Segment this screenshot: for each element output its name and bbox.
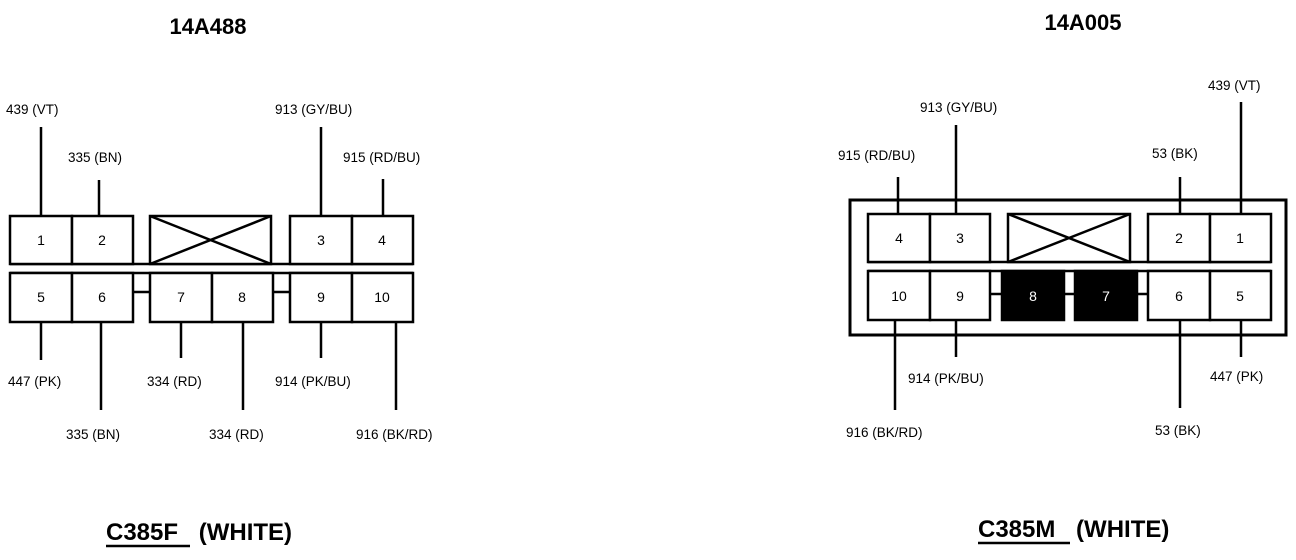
cross-mark: [149, 214, 272, 266]
pin-label: 2: [98, 232, 106, 248]
cavity-10: [350, 271, 415, 324]
pin-label: 10: [374, 289, 390, 305]
pin-label: 6: [1175, 288, 1183, 304]
pin-label: 5: [37, 289, 45, 305]
connector-id: C385M: [978, 516, 1055, 543]
wire-label: 334 (RD): [209, 427, 264, 442]
wire-label: 335 (BN): [66, 427, 120, 442]
connector-c385f: 14A488 1 2 3 4 5 6 7 8 9 10: [6, 14, 433, 548]
cavity-8-plugged: [1000, 269, 1066, 322]
wire-label: 913 (GY/BU): [275, 102, 352, 117]
cavity-7: [148, 271, 214, 324]
connector-housing: [848, 198, 1288, 337]
pin-label: 4: [895, 230, 903, 246]
cross-mark: [1007, 212, 1131, 264]
cavity-2: [70, 214, 135, 266]
cavity-3: [288, 214, 354, 266]
pin-label: 3: [956, 230, 964, 246]
cavity-4: [350, 214, 415, 266]
pin-label: 10: [891, 288, 907, 304]
cavity-3: [928, 212, 992, 264]
wire-label: 914 (PK/BU): [275, 374, 351, 389]
connector-color: (WHITE): [1076, 516, 1169, 543]
wire-label: 914 (PK/BU): [908, 371, 984, 386]
wire-label: 916 (BK/RD): [356, 427, 433, 442]
connector-title: C385M (WHITE): [978, 516, 1169, 543]
connector-title: C385F (WHITE): [106, 519, 292, 546]
wire-label: 913 (GY/BU): [920, 100, 997, 115]
cavity-4: [866, 212, 932, 264]
pin-label: 9: [956, 288, 964, 304]
pin-label: 7: [177, 289, 185, 305]
pin-label: 1: [1236, 230, 1244, 246]
cavity-2: [1146, 212, 1212, 264]
wire-label: 915 (RD/BU): [343, 150, 420, 165]
pin-label: 3: [317, 232, 325, 248]
pin-label: 8: [1029, 288, 1037, 304]
wire-label: 53 (BK): [1152, 146, 1198, 161]
wire-label: 447 (PK): [8, 374, 61, 389]
part-number-right: 14A005: [1044, 10, 1121, 35]
cavity-9: [288, 271, 354, 324]
pin-label: 9: [317, 289, 325, 305]
pin-label: 6: [98, 289, 106, 305]
pin-label: 1: [37, 232, 45, 248]
wire-label: 334 (RD): [147, 374, 202, 389]
part-number-left: 14A488: [169, 14, 246, 39]
wire-label: 335 (BN): [68, 150, 122, 165]
wire-label: 439 (VT): [1208, 78, 1261, 93]
wire-label: 915 (RD/BU): [838, 148, 915, 163]
cavity-5: [8, 271, 74, 324]
pin-label: 8: [238, 289, 246, 305]
cavity-9: [928, 269, 992, 322]
cavity-1: [1208, 212, 1273, 264]
connector-color: (WHITE): [199, 519, 292, 546]
pin-label: 4: [378, 232, 386, 248]
connector-id: C385F: [106, 519, 178, 546]
connector-c385m: 14A005 4 3 2 1 10 9 8 7 6 5: [838, 10, 1288, 545]
pin-label: 2: [1175, 230, 1183, 246]
wire-label: 439 (VT): [6, 102, 59, 117]
wire-label: 53 (BK): [1155, 423, 1201, 438]
wire-label: 916 (BK/RD): [846, 425, 923, 440]
cavity-7-plugged: [1073, 269, 1139, 322]
pin-label: 5: [1236, 288, 1244, 304]
pin-label: 7: [1102, 288, 1110, 304]
cavity-6: [70, 271, 135, 324]
wire-label: 447 (PK): [1210, 369, 1263, 384]
